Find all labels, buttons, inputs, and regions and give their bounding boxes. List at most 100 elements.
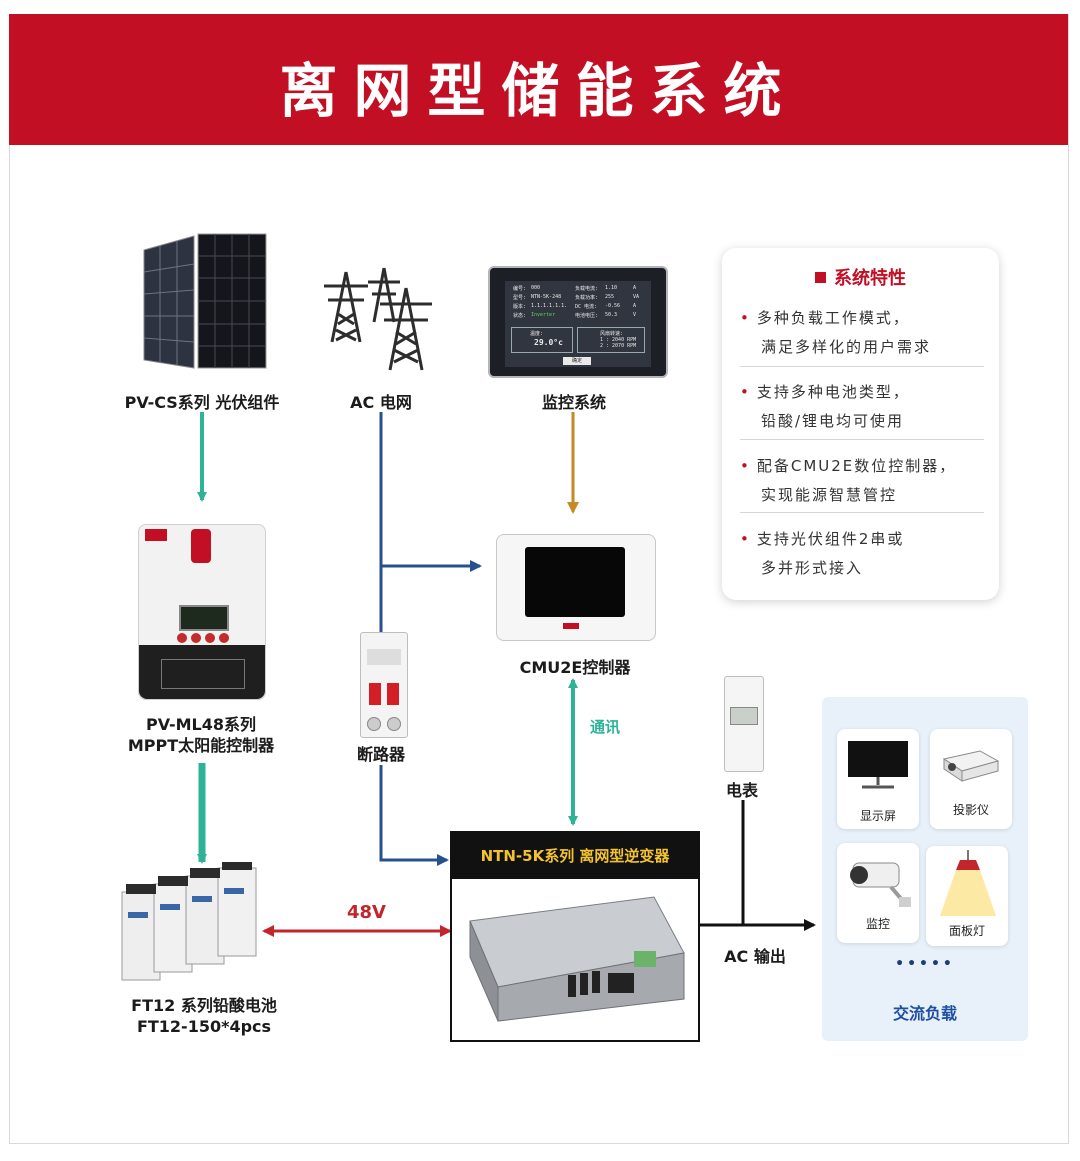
cmu2e-screen bbox=[525, 547, 625, 617]
monitor-row: 版本: 1.1.1.1.1.1. DC 电流: -0.56 A bbox=[513, 303, 645, 311]
monitor-row: 型号: NTN-5K-248 负载功率: 255 VA bbox=[513, 294, 645, 302]
monitor-cell: 状态: bbox=[513, 313, 527, 319]
mppt-controller-device bbox=[138, 524, 266, 700]
temp-label: 温度: bbox=[530, 331, 544, 337]
load-tile-panel-light: 面板灯 bbox=[926, 846, 1008, 946]
breaker-switch-1 bbox=[369, 683, 381, 705]
load-label-camera: 监控 bbox=[865, 917, 890, 931]
feature-divider bbox=[740, 366, 984, 367]
fan1-value: 1 : 2040 RPM bbox=[600, 337, 637, 343]
ac-load-title: 交流负载 bbox=[892, 1004, 957, 1023]
feature-title: 系统特性 bbox=[722, 264, 999, 290]
monitor-cell: 电池电压: bbox=[575, 313, 599, 319]
monitor-cell: 版本: bbox=[513, 304, 527, 310]
monitor-cell: 负载功率: bbox=[575, 295, 599, 301]
inverter-box: NTN-5K系列 离网型逆变器 bbox=[450, 831, 700, 1042]
ac-output-label: AC 输出 bbox=[724, 947, 786, 966]
inverter-label: NTN-5K系列 离网型逆变器 bbox=[452, 833, 698, 879]
feature-item: •配备CMU2E数位控制器，实现能源智慧管控 bbox=[740, 457, 957, 504]
projector-icon bbox=[942, 750, 1000, 782]
fan-label: 风扇转速: bbox=[600, 331, 624, 337]
monitor-cell: NTN-5K-248 bbox=[531, 294, 562, 300]
breaker-to-inverter-line bbox=[379, 765, 449, 866]
meter-display bbox=[730, 707, 758, 725]
feature-divider bbox=[740, 439, 984, 440]
power-tower-icon bbox=[324, 267, 432, 371]
cmu2e-logo-icon bbox=[563, 623, 579, 629]
controller-label: PV-ML48系列 MPPT太阳能控制器 bbox=[100, 714, 302, 756]
voltage-label: 48V bbox=[347, 902, 386, 923]
breaker-switch-2 bbox=[387, 683, 399, 705]
feature-divider bbox=[740, 512, 984, 513]
load-label-panel-light: 面板灯 bbox=[948, 924, 985, 938]
load-tile-display: 显示屏 bbox=[837, 729, 919, 829]
square-icon bbox=[815, 272, 826, 283]
monitor-cell: 50.3 bbox=[605, 312, 618, 318]
monitor-cell: DC 电流: bbox=[575, 304, 598, 310]
controller-label-line2: MPPT太阳能控制器 bbox=[127, 736, 275, 755]
cmu2e-label: CMU2E控制器 bbox=[519, 658, 631, 677]
monitor-cell: A bbox=[633, 303, 637, 309]
monitor-row: 编号: 000 负载电流: 1.10 A bbox=[513, 285, 645, 293]
page-title: 离网型储能系统 bbox=[279, 57, 798, 125]
feature-item: •支持光伏组件2串或多并形式接入 bbox=[740, 530, 905, 577]
ac-grid-label: AC 电网 bbox=[350, 393, 412, 412]
monitor-cell: 编号: bbox=[513, 286, 527, 292]
monitor-row: 状态: Inverter 电池电压: 50.3 V bbox=[513, 312, 645, 320]
breaker-label: 断路器 bbox=[356, 745, 405, 764]
controller-base bbox=[139, 645, 265, 699]
lcd-display bbox=[179, 605, 229, 631]
load-label-projector: 投影仪 bbox=[952, 803, 989, 817]
cmu2e-device bbox=[496, 534, 656, 641]
more-loads: ••••• bbox=[895, 956, 955, 972]
panel-light-icon bbox=[940, 850, 996, 916]
monitor-cell: A bbox=[633, 285, 637, 291]
battery-label-line2: FT12-150*4pcs bbox=[136, 1017, 272, 1036]
monitor-label: 监控系统 bbox=[541, 393, 606, 412]
fan-box: 风扇转速: 1 : 2040 RPM 2 : 2070 RPM bbox=[577, 327, 645, 353]
feature-item: •支持多种电池类型，铅酸/锂电均可使用 bbox=[740, 383, 910, 430]
display-icon bbox=[848, 741, 908, 789]
comm-label: 通讯 bbox=[590, 718, 621, 736]
camera-icon bbox=[850, 862, 911, 907]
monitor-cell: VA bbox=[633, 294, 640, 300]
monitor-cell: 000 bbox=[531, 285, 541, 291]
breaker-device bbox=[360, 632, 408, 738]
load-tile-projector: 投影仪 bbox=[930, 729, 1012, 829]
meter-label: 电表 bbox=[725, 781, 758, 800]
controller-label-line1: PV-ML48系列 bbox=[146, 715, 256, 734]
confirm-button[interactable]: 确定 bbox=[563, 357, 591, 365]
monitor-cell: -0.56 bbox=[605, 303, 621, 309]
feature-item: •多种负载工作模式，满足多样化的用户需求 bbox=[740, 309, 932, 356]
monitor-cell: 1.1.1.1.1.1. bbox=[531, 303, 568, 309]
monitor-cell: Inverter bbox=[531, 312, 556, 318]
solar-panel-icon bbox=[143, 233, 267, 369]
fan2-value: 2 : 2070 RPM bbox=[600, 343, 637, 349]
battery-label: FT12 系列铅酸电池 FT12-150*4pcs bbox=[96, 995, 312, 1037]
load-tile-camera: 监控 bbox=[837, 843, 919, 943]
load-label-display: 显示屏 bbox=[859, 809, 896, 823]
spec-table bbox=[161, 659, 245, 689]
battery-bank-icon bbox=[121, 862, 257, 981]
control-buttons bbox=[175, 633, 231, 645]
inverter-icon bbox=[469, 896, 685, 1022]
energy-meter-device bbox=[724, 676, 764, 772]
monitor-cell: 型号: bbox=[513, 295, 527, 301]
monitor-cell: V bbox=[633, 312, 637, 318]
pv-module-label: PV-CS系列 光伏组件 bbox=[124, 393, 280, 412]
breaker-label-plate bbox=[367, 649, 401, 665]
feature-panel: 系统特性 •多种负载工作模式，满足多样化的用户需求 •支持多种电池类型，铅酸/锂… bbox=[722, 248, 999, 600]
temp-value: 29.0°c bbox=[534, 338, 563, 347]
monitor-cell: 负载电流: bbox=[575, 286, 599, 292]
brand-logo-icon bbox=[145, 529, 167, 541]
battery-label-line1: FT12 系列铅酸电池 bbox=[131, 996, 277, 1015]
monitor-cell: 1.10 bbox=[605, 285, 618, 291]
title-banner: 离网型储能系统 bbox=[9, 14, 1068, 145]
monitor-cell: 255 bbox=[605, 294, 615, 300]
feature-title-text: 系统特性 bbox=[834, 268, 906, 289]
status-led-panel bbox=[191, 529, 211, 563]
temp-box: 温度: 29.0°c bbox=[511, 327, 573, 353]
